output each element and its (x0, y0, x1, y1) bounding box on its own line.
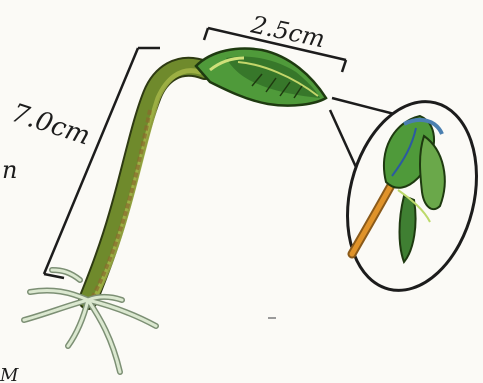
edge-fragment-left: n (2, 156, 17, 184)
leaf-head (196, 49, 326, 106)
edge-fragment-bottom: M (0, 365, 19, 383)
length-label: 7.0cm (8, 98, 94, 151)
stem (88, 67, 205, 300)
inset-magnified-view (329, 88, 483, 304)
